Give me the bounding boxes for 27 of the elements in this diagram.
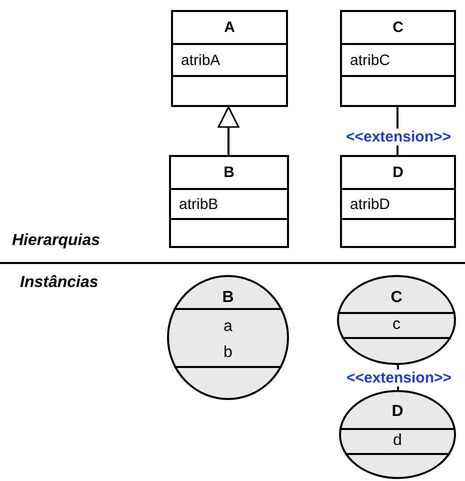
inheritance-arrow [218,106,240,155]
attribute-text: atribB [179,196,218,212]
class-box [171,10,288,107]
attribute-text: atribD [350,196,390,212]
class-box [169,155,289,248]
class-name: D [392,164,404,181]
attribute-value: c [392,316,402,334]
object-ellipse [167,275,289,400]
class-name: B [224,164,234,181]
object-name: B [221,289,235,307]
class-name: C [392,19,404,36]
object-ellipse [339,390,456,479]
attribute-value: a [222,318,234,336]
section-label: Instâncias [20,274,98,292]
attribute-value: d [392,432,403,450]
class-box [340,10,456,107]
attribute-text: atribC [350,52,390,68]
section-label: Hierarquias [12,232,100,250]
object-ellipse [337,275,456,365]
edge-label: <<extension>> [345,369,453,386]
attribute-text: atribA [181,52,220,68]
class-name: A [224,19,235,36]
edge-label: <<extension>> [344,128,452,146]
attribute-value: b [222,344,234,362]
object-name: C [390,289,404,307]
class-box [340,155,456,248]
object-name: D [390,403,404,421]
